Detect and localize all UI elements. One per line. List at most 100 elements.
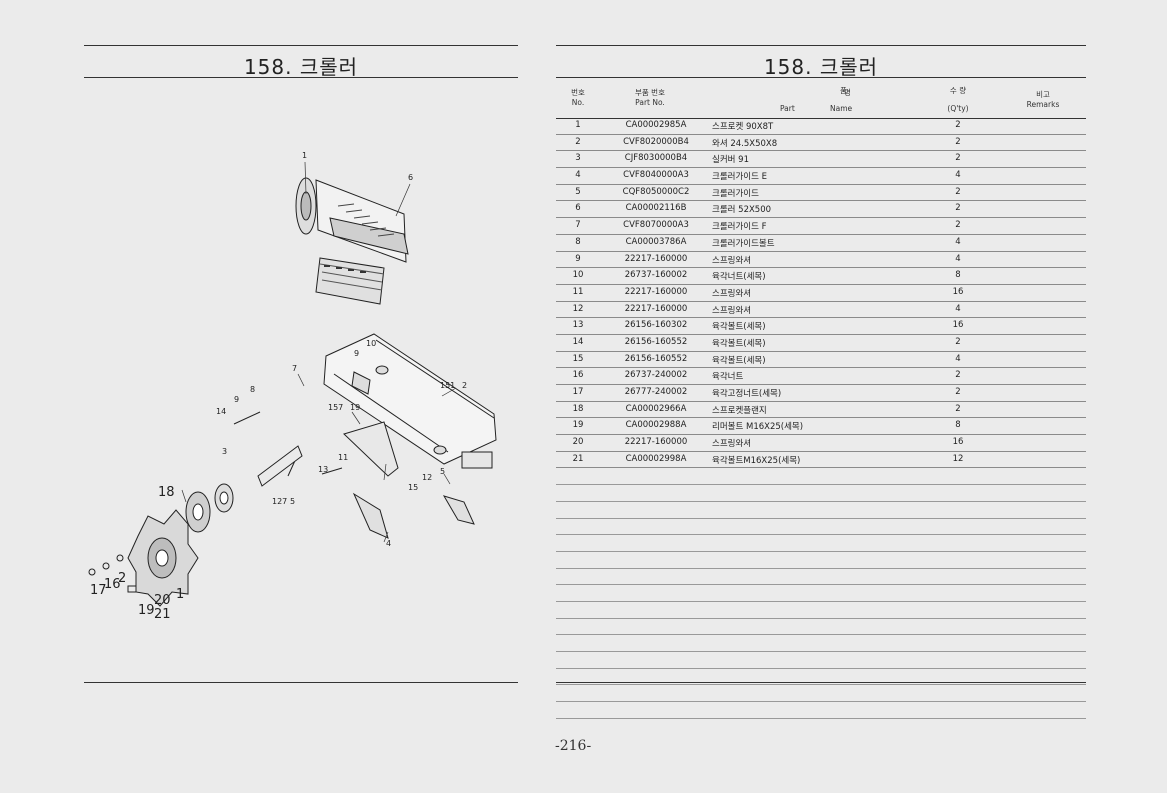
callout-151: 151 xyxy=(440,381,455,390)
row-no: 5 xyxy=(575,186,581,197)
row-no: 12 xyxy=(572,303,584,314)
row-no: 19 xyxy=(572,420,584,431)
empty-ruled-line xyxy=(556,602,1086,619)
row-no: 9 xyxy=(575,253,581,264)
row-quantity: 12 xyxy=(952,453,964,464)
callout-6: 6 xyxy=(408,173,413,182)
row-no: 3 xyxy=(575,153,581,164)
row-part-name: 리머볼트 M16X25(세목) xyxy=(712,422,804,433)
top-rule xyxy=(556,45,1086,46)
table-row: 19 CA00002988A 리머볼트 M16X25(세목) 8 xyxy=(556,418,1086,436)
row-part-name: 크롤러가이드볼트 xyxy=(712,238,775,249)
row-quantity: 8 xyxy=(955,270,961,281)
row-part-number: CA00003786A xyxy=(625,236,687,247)
row-part-number: CA00002998A xyxy=(625,453,687,464)
row-part-name: 육각볼트(세목) xyxy=(712,338,766,349)
header-remarks: 비고 Remarks xyxy=(1026,90,1060,109)
callout-9: 9 xyxy=(354,349,359,358)
row-quantity: 2 xyxy=(955,220,961,231)
shaft-drawing xyxy=(214,445,303,513)
empty-ruled-line xyxy=(556,635,1086,652)
row-part-number: CVF8040000A3 xyxy=(623,170,689,181)
callout-157: 157 xyxy=(328,403,343,412)
header-rule xyxy=(556,118,1086,119)
row-quantity: 16 xyxy=(952,437,964,448)
row-no: 6 xyxy=(575,203,581,214)
header-name-ko2: 명 xyxy=(844,88,851,97)
empty-ruled-line xyxy=(556,619,1086,636)
row-part-name: 크롤러 52X500 xyxy=(712,205,772,216)
row-part-number: 22217-160000 xyxy=(624,286,688,297)
callout-9: 9 xyxy=(234,395,239,404)
row-no: 20 xyxy=(572,437,584,448)
row-part-number: CA00002966A xyxy=(625,403,687,414)
row-quantity: 2 xyxy=(955,120,961,130)
row-part-number: CVF8070000A3 xyxy=(623,220,689,231)
row-quantity: 8 xyxy=(955,420,961,431)
right-page: 158. 크롤러 번호 No. 부품 번호 Part No. 품 명 Part … xyxy=(556,44,1086,719)
row-part-name: 크롤러가이드 xyxy=(712,188,759,199)
empty-ruled-line xyxy=(556,535,1086,552)
row-quantity: 4 xyxy=(955,303,961,314)
row-part-number: 22217-160000 xyxy=(624,303,688,314)
row-no: 16 xyxy=(572,370,584,381)
empty-ruled-line xyxy=(556,519,1086,536)
row-quantity: 4 xyxy=(955,236,961,247)
row-part-number: CQF8050000C2 xyxy=(622,186,690,197)
callout-127: 127 xyxy=(272,497,287,506)
top-rule xyxy=(84,45,518,46)
row-no: 10 xyxy=(572,270,584,281)
callout-13: 13 xyxy=(318,465,328,474)
row-part-name: 육각너트(세목) xyxy=(712,272,766,283)
row-quantity: 2 xyxy=(955,370,961,381)
row-no: 4 xyxy=(575,170,581,181)
row-part-number: 26737-240002 xyxy=(624,370,688,381)
row-no: 13 xyxy=(572,320,584,331)
row-no: 15 xyxy=(572,353,584,364)
row-quantity: 2 xyxy=(955,203,961,214)
callout-18: 18 xyxy=(158,485,175,500)
row-quantity: 2 xyxy=(955,136,961,147)
row-part-number: 26156-160552 xyxy=(624,353,688,364)
empty-ruled-line xyxy=(556,552,1086,569)
row-quantity: 4 xyxy=(955,353,961,364)
row-part-name: 크롤러가이드 F xyxy=(712,222,767,233)
callout-11: 11 xyxy=(338,453,348,462)
row-no: 1 xyxy=(575,120,581,130)
leader-lines xyxy=(181,161,457,543)
row-part-name: 와셔 24.5X50X8 xyxy=(712,138,778,149)
empty-ruled-line xyxy=(556,569,1086,586)
callout-15: 15 xyxy=(408,483,418,492)
empty-ruled-line xyxy=(556,685,1086,703)
row-quantity: 2 xyxy=(955,403,961,414)
title-underline xyxy=(84,77,518,78)
empty-ruled-line xyxy=(556,585,1086,602)
row-part-number: 26777-240002 xyxy=(624,387,688,397)
empty-ruled-line xyxy=(556,652,1086,669)
row-part-name: 육각너트 xyxy=(712,372,744,383)
row-quantity: 2 xyxy=(955,387,961,397)
row-quantity: 16 xyxy=(952,286,964,297)
row-part-name: 스프로켓 90X8T xyxy=(712,122,774,132)
header-no: 번호 No. xyxy=(571,88,585,107)
callout-19: 19 xyxy=(350,403,360,412)
sprocket-drawing xyxy=(88,491,211,607)
row-part-number: CA00002988A xyxy=(625,420,687,431)
frame-drawing xyxy=(233,333,497,539)
row-part-name: 크롤러가이드 E xyxy=(712,172,767,183)
row-part-name: 스프링와셔 xyxy=(712,288,752,299)
